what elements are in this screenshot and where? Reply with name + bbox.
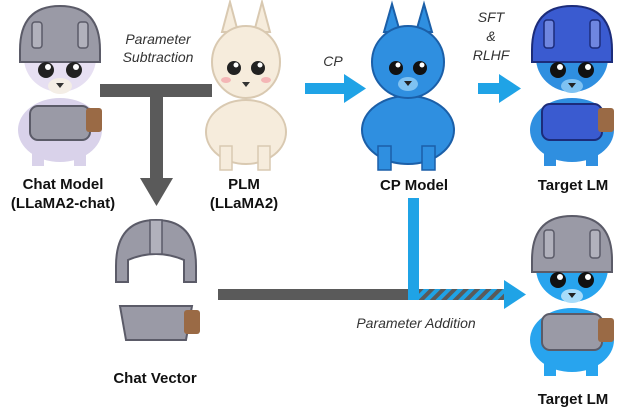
- parameter-subtraction-line2: Subtraction: [122, 49, 194, 65]
- chat-model-alpaca-icon: [18, 4, 102, 166]
- cp-edge-label: CP: [323, 53, 343, 69]
- target-lm-bottom-alpaca-icon: [530, 214, 614, 376]
- parameter-addition-arrow: [218, 280, 526, 309]
- plm-label-line1: PLM: [228, 176, 260, 193]
- chat-vector-label: Chat Vector: [113, 370, 197, 387]
- plm-label: PLM (LLaMA2): [210, 175, 278, 213]
- target-lm-top-label: Target LM: [537, 177, 609, 194]
- parameter-addition-label: Parameter Addition: [356, 315, 476, 331]
- sft-line: SFT: [477, 9, 505, 25]
- target-lm-bottom-label: Target LM: [537, 391, 609, 408]
- cp-arrow: [305, 74, 366, 103]
- cp-model-alpaca-icon: [361, 0, 455, 171]
- parameter-subtraction-line1: Parameter: [125, 31, 191, 47]
- ampersand-line: &: [486, 28, 496, 44]
- chat-model-label-line2: (LLaMA2-chat): [10, 195, 116, 212]
- parameter-subtraction-label: Parameter Subtraction: [123, 30, 194, 66]
- plm-label-line2: (LLaMA2): [209, 195, 279, 212]
- sft-rlhf-arrow: [478, 74, 521, 103]
- rlhf-line: RLHF: [472, 47, 510, 63]
- cp-model-label: CP Model: [379, 177, 449, 194]
- chat-model-label: Chat Model (LLaMA2-chat): [11, 175, 115, 213]
- sft-rlhf-label: SFT & RLHF: [473, 8, 510, 65]
- cp-down-connector: [408, 198, 419, 300]
- chat-vector-armor-icon: [115, 218, 200, 341]
- target-lm-top-alpaca-icon: [530, 4, 614, 166]
- plm-alpaca-icon: [205, 0, 287, 171]
- parameter-subtraction-arrow: [100, 84, 212, 206]
- chat-model-label-line1: Chat Model: [22, 176, 104, 193]
